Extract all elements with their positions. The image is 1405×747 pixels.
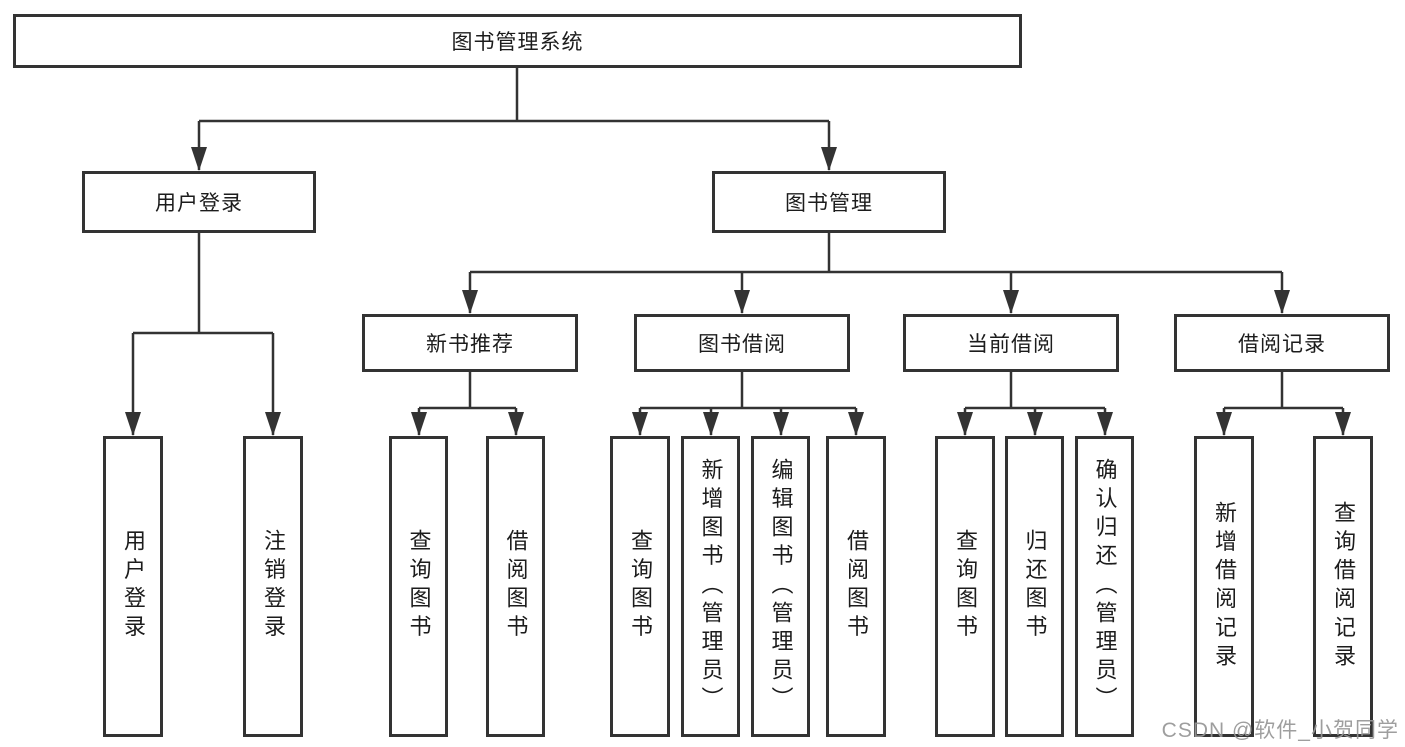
connector-trunks <box>133 68 1343 410</box>
leaf-borrow-books-recommendation: 借阅图书 <box>486 436 545 737</box>
leaf-query-borrow-record: 查询借阅记录 <box>1313 436 1373 737</box>
leaf-add-books-admin: 新增图书（管理员） <box>681 436 740 737</box>
leaf-user-login: 用户登录 <box>103 436 163 737</box>
leaf-query-books-borrowing: 查询图书 <box>610 436 670 737</box>
leaf-edit-books-admin: 编辑图书（管理员） <box>751 436 810 737</box>
leaf-confirm-return-admin: 确认归还（管理员） <box>1075 436 1134 737</box>
node-current-borrowing: 当前借阅 <box>903 314 1119 372</box>
leaf-borrow-books-borrowing: 借阅图书 <box>826 436 886 737</box>
leaf-logout-login: 注销登录 <box>243 436 303 737</box>
leaf-query-books-recommendation: 查询图书 <box>389 436 448 737</box>
node-new-book-recommendation: 新书推荐 <box>362 314 578 372</box>
node-library-management-system: 图书管理系统 <box>13 14 1022 68</box>
watermark: CSDN @软件_小贺同学 <box>1161 719 1399 742</box>
leaf-query-books-current: 查询图书 <box>935 436 995 737</box>
node-book-borrowing: 图书借阅 <box>634 314 850 372</box>
node-book-management: 图书管理 <box>712 171 946 233</box>
leaf-add-borrow-record: 新增借阅记录 <box>1194 436 1254 737</box>
node-user-login: 用户登录 <box>82 171 316 233</box>
leaf-return-books: 归还图书 <box>1005 436 1064 737</box>
connector-arrows <box>125 121 1351 436</box>
node-borrowing-records: 借阅记录 <box>1174 314 1390 372</box>
